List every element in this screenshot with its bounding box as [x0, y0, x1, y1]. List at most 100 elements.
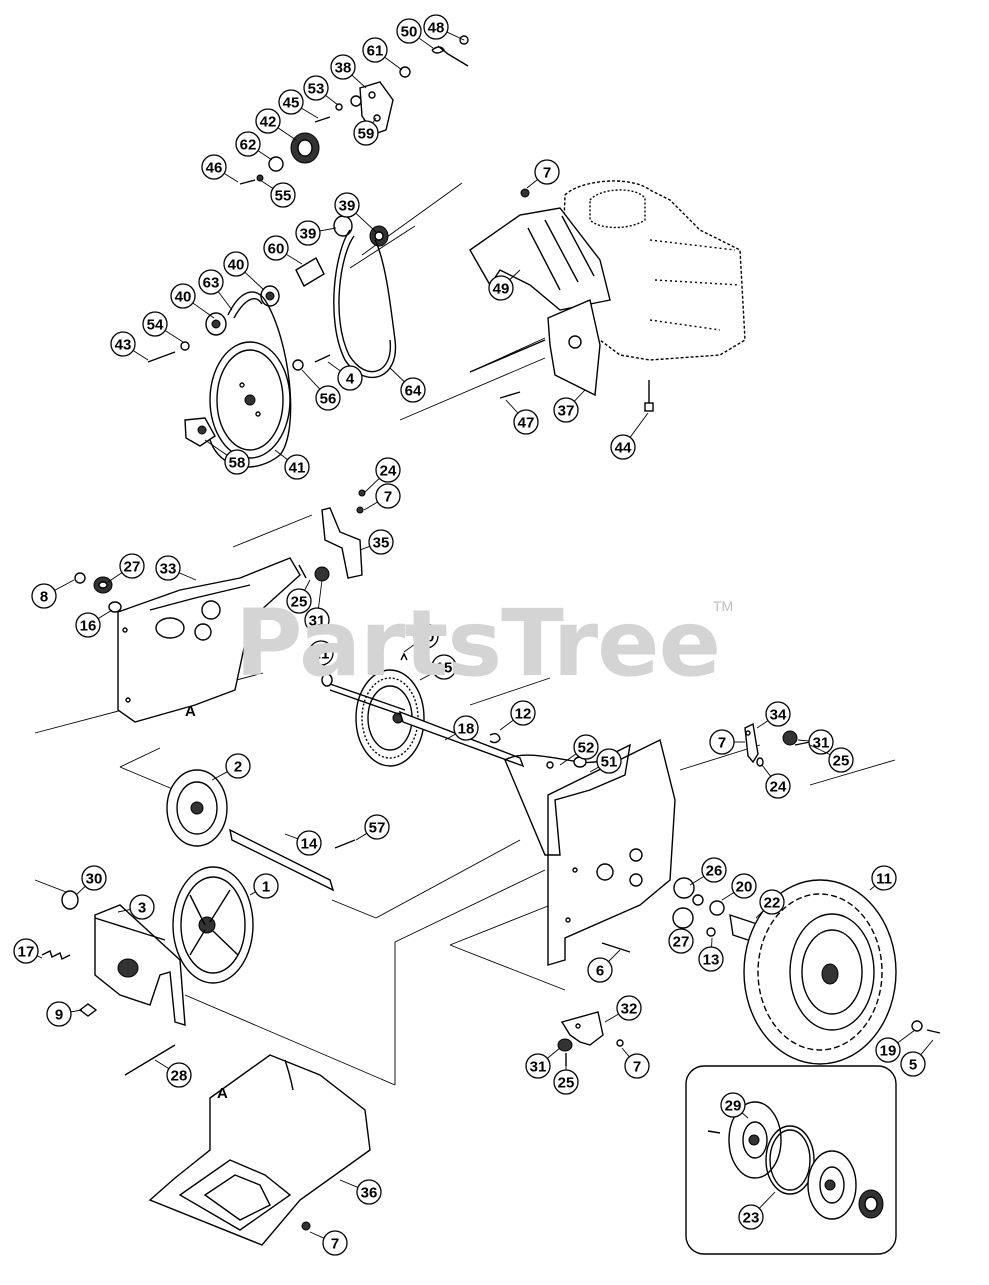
callout-number: 51: [601, 754, 618, 771]
callout-leader: [133, 350, 148, 360]
watermark-trademark: TM: [713, 598, 733, 614]
callout-part-29: 29: [721, 1093, 748, 1118]
callout-part-24: 24: [762, 765, 790, 798]
callout-part-36: 36: [340, 1180, 381, 1204]
callout-part-41: 41: [275, 450, 309, 479]
callout-part-46: 46: [202, 155, 238, 182]
callout-leader: [722, 892, 734, 900]
callout-number: 5: [909, 1057, 917, 1074]
callout-number: 3: [138, 900, 146, 917]
callout-leader: [419, 38, 433, 48]
callout-part-7: 7: [710, 730, 745, 754]
callout-leader: [218, 292, 232, 310]
callout-leader: [250, 892, 256, 895]
callout-part-57: 57: [356, 815, 389, 840]
callout-leader: [320, 228, 336, 231]
callout-leader: [500, 720, 513, 730]
callout-part-54: 54: [143, 312, 183, 342]
callout-number: 49: [493, 281, 510, 298]
callout-part-4: 4: [328, 362, 362, 390]
callout-leader: [574, 390, 585, 401]
callout-leader: [356, 833, 367, 840]
callout-part-7: 7: [310, 1231, 347, 1255]
lower-bracket: [558, 1012, 623, 1066]
callout-part-13: 13: [699, 938, 723, 971]
callout-number: 31: [530, 1059, 547, 1076]
callout-part-32: 32: [605, 996, 641, 1022]
section-label-a-bottom: A: [217, 1085, 228, 1102]
callout-leader: [608, 950, 620, 962]
callout-leader: [605, 1014, 619, 1022]
callout-number: 23: [743, 1210, 760, 1227]
callout-number: 11: [876, 871, 892, 888]
callout-number: 48: [428, 20, 445, 37]
callout-number: 61: [367, 43, 384, 60]
callout-part-43: 43: [111, 332, 148, 360]
callout-part-64: 64: [390, 368, 425, 402]
callout-leader: [757, 721, 768, 728]
callout-number: 32: [621, 1001, 638, 1018]
callout-part-55: 55: [260, 180, 295, 207]
callout-leader: [390, 368, 404, 382]
callout-part-60: 60: [264, 236, 302, 264]
callout-number: 7: [633, 1059, 641, 1076]
callout-number: 42: [260, 114, 277, 131]
callout-number: 46: [206, 160, 223, 177]
callout-leader: [224, 173, 238, 182]
section-label-a-top: A: [185, 703, 196, 720]
callout-leader: [260, 180, 273, 188]
callout-number: 13: [703, 952, 720, 969]
callout-part-62: 62: [236, 132, 272, 160]
callout-part-34: 34: [757, 702, 790, 728]
callout-leader: [212, 772, 227, 780]
callout-leader: [759, 1192, 775, 1208]
callout-part-56: 56: [302, 370, 340, 410]
callout-number: 37: [558, 403, 575, 420]
callout-number: 27: [673, 934, 690, 951]
callout-part-7: 7: [622, 1048, 649, 1078]
callout-leader: [630, 413, 648, 437]
callout-part-20: 20: [722, 874, 756, 900]
callout-number: 47: [518, 415, 535, 432]
callout-part-27: 27: [108, 554, 144, 582]
callout-number: 35: [373, 535, 390, 552]
callout-part-12: 12: [500, 701, 535, 730]
callout-part-7: 7: [527, 160, 559, 188]
callout-number: 31: [813, 735, 830, 752]
callout-leader: [328, 362, 340, 371]
callout-number: 6: [596, 963, 604, 980]
callout-part-26: 26: [690, 858, 726, 885]
callout-part-47: 47: [506, 400, 538, 434]
callout-leader: [364, 502, 378, 510]
callout-number: 40: [175, 289, 192, 306]
callout-part-33: 33: [156, 556, 196, 580]
callout-number: 36: [361, 1185, 378, 1202]
callout-number: 62: [240, 137, 257, 154]
callout-part-39: 39: [296, 221, 336, 245]
callout-number: 52: [578, 740, 595, 757]
callout-number: 7: [718, 735, 726, 752]
callout-leader: [179, 573, 196, 580]
callout-number: 54: [147, 317, 164, 334]
callout-number: 38: [335, 60, 352, 77]
callout-number: 8: [40, 589, 48, 606]
callout-leader: [302, 370, 320, 389]
callout-leader: [921, 1040, 933, 1055]
callout-part-17: 17: [14, 939, 42, 963]
callout-number: 24: [380, 463, 397, 480]
callout-leader: [76, 886, 85, 895]
callout-number: 26: [706, 863, 723, 880]
callout-leader: [37, 956, 42, 958]
callout-leader: [310, 1232, 324, 1238]
callout-part-61: 61: [363, 38, 402, 70]
callout-leader: [108, 573, 122, 582]
callout-number: 60: [268, 241, 285, 258]
callout-number: 64: [405, 383, 422, 400]
callout-leader: [301, 108, 318, 118]
callout-number: 16: [80, 618, 97, 635]
callout-part-31: 31: [798, 730, 833, 754]
callout-leader: [506, 400, 518, 413]
callout-part-53: 53: [304, 76, 338, 105]
callout-leader: [898, 1030, 915, 1043]
